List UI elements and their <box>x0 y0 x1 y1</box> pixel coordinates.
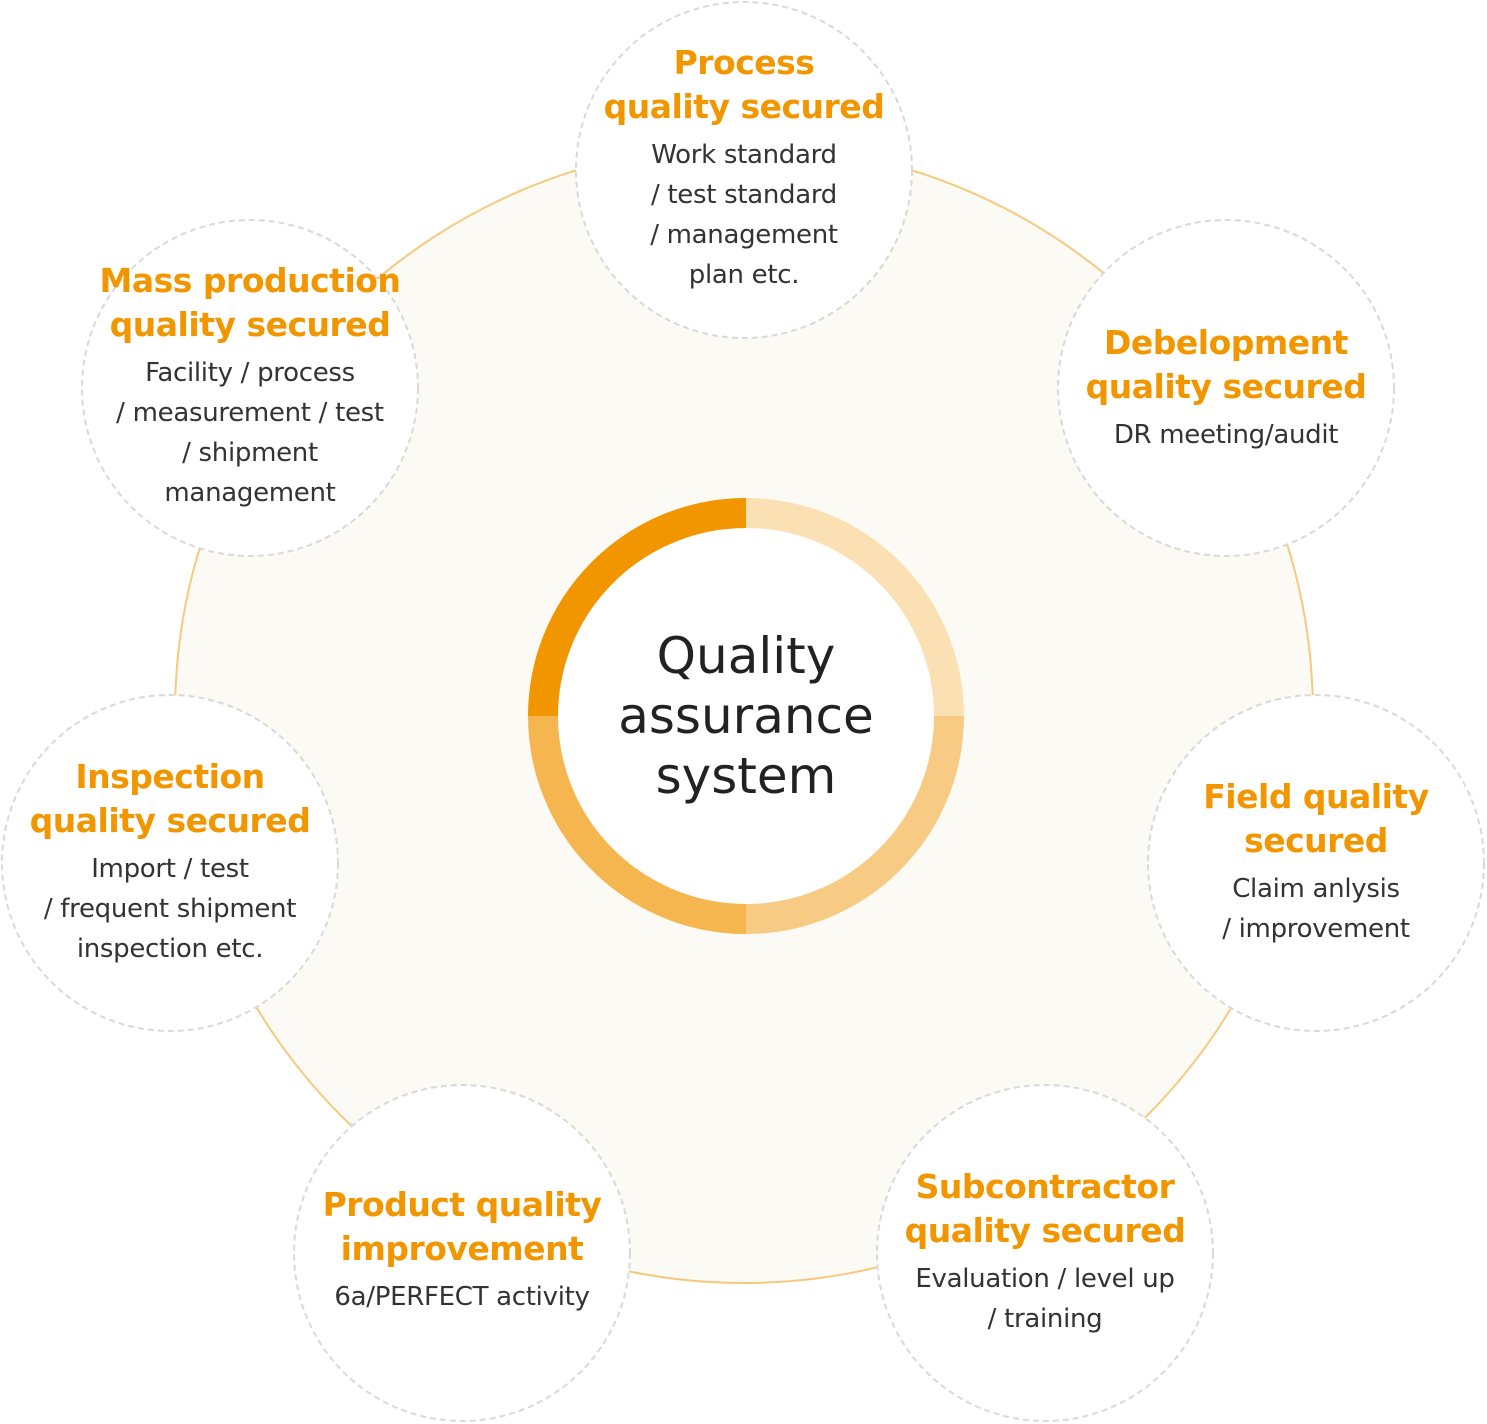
node-title: Process quality secured <box>603 43 885 126</box>
ring-segment-top-left <box>528 498 747 717</box>
node-title: Subcontractor quality secured <box>904 1167 1186 1250</box>
ring-segment-top-right <box>745 498 964 717</box>
node-circle-product <box>293 1084 631 1422</box>
node-process: Process quality secured Work standard / … <box>574 41 914 295</box>
node-product: Product quality improvement 6a/PERFECT a… <box>292 1183 632 1317</box>
node-title: Field quality secured <box>1203 777 1429 860</box>
node-circle-mass-production <box>81 219 419 557</box>
node-description: Evaluation / level up / training <box>915 1264 1175 1334</box>
node-field: Field quality secured Claim anlysis / im… <box>1146 775 1486 949</box>
node-circle-process <box>575 1 913 339</box>
node-title: Debelopment quality secured <box>1085 323 1367 406</box>
node-subcontractor: Subcontractor quality secured Evaluation… <box>875 1165 1215 1339</box>
node-circle-development <box>1057 219 1395 557</box>
node-circle-subcontractor <box>876 1084 1214 1422</box>
node-title: Product quality improvement <box>322 1185 602 1268</box>
node-mass-production: Mass production quality secured Facility… <box>80 259 420 513</box>
node-description: Import / test / frequent shipment inspec… <box>43 854 297 964</box>
center-label: Quality assurance system <box>618 627 874 805</box>
node-inspection: Inspection quality secured Import / test… <box>0 755 340 969</box>
node-circle-field <box>1147 694 1485 1032</box>
node-description: Facility / process / measurement / test … <box>116 358 384 508</box>
node-circle-inspection <box>1 694 339 1032</box>
ring-segment-bottom-right <box>745 715 964 934</box>
node-title: Inspection quality secured <box>29 757 311 840</box>
node-development: Debelopment quality secured DR meeting/a… <box>1056 321 1396 455</box>
node-description: Work standard / test standard / manageme… <box>650 140 838 290</box>
center-ring <box>528 498 964 934</box>
node-description: 6a/PERFECT activity <box>334 1282 590 1312</box>
ring-segment-bottom-left <box>528 715 747 934</box>
node-description: DR meeting/audit <box>1113 420 1339 450</box>
node-title: Mass production quality secured <box>99 261 401 344</box>
center-circle <box>543 513 949 919</box>
node-description: Claim anlysis / improvement <box>1222 874 1410 944</box>
